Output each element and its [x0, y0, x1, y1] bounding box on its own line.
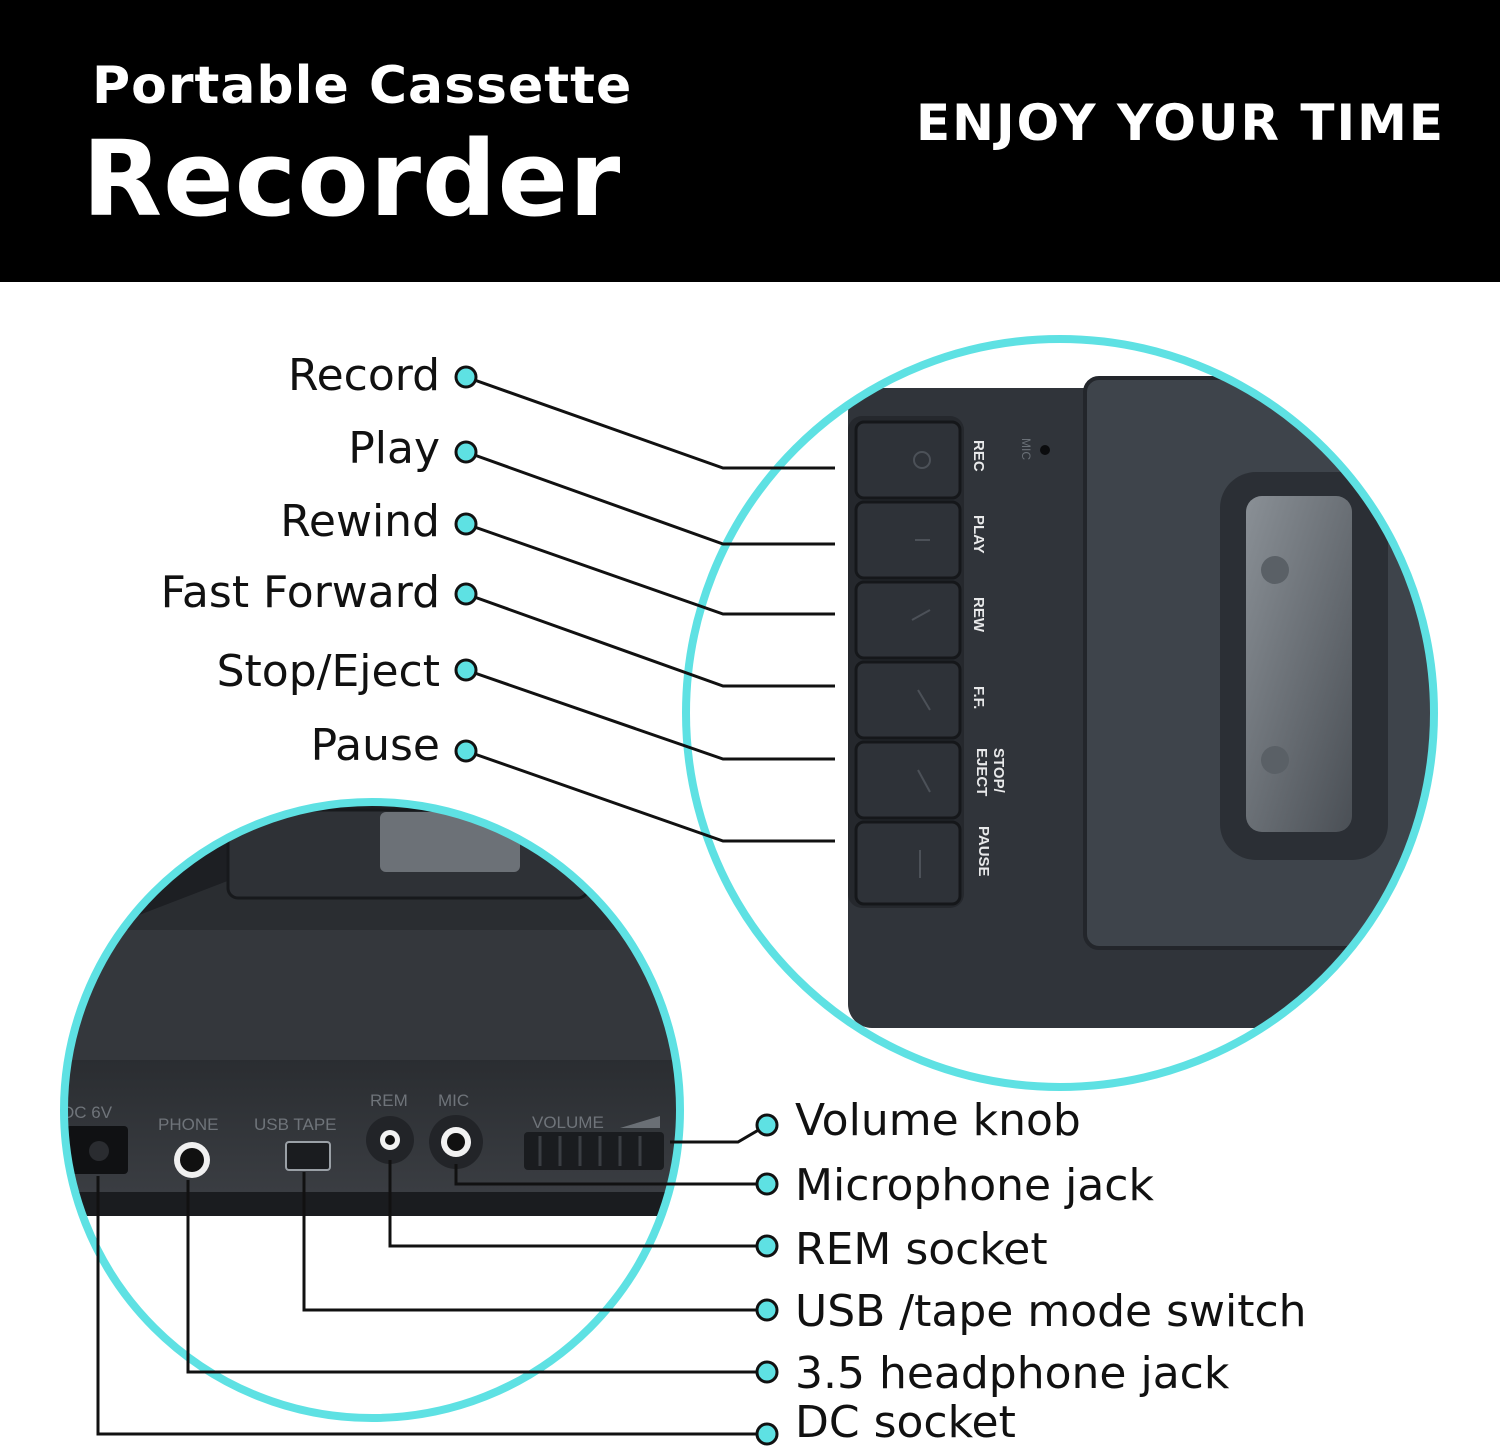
- top-callout-dots: [454, 365, 478, 763]
- top-device-view: REC PLAY REW F.F. STOP/ EJECT PAUSE MIC: [686, 339, 1434, 1087]
- header-title: Recorder: [82, 118, 622, 240]
- callout-rewind: Rewind: [280, 496, 440, 547]
- header-tagline: ENJOY YOUR TIME: [916, 94, 1445, 152]
- port-label-usb-tape: USB TAPE: [254, 1115, 337, 1134]
- callout-usb-tape-switch: USB /tape mode switch: [795, 1286, 1307, 1337]
- callout-headphone-jack: 3.5 headphone jack: [795, 1348, 1230, 1399]
- device-label-rec: REC: [970, 440, 987, 472]
- device-label-mic-top: MIC: [1019, 438, 1033, 460]
- top-leader-lines: [465, 375, 835, 843]
- device-label-eject: EJECT: [973, 748, 990, 796]
- bottom-callout-dots: [755, 1113, 779, 1446]
- port-label-dc: DC 6V: [62, 1103, 113, 1122]
- callout-play: Play: [348, 423, 440, 474]
- header-subtitle: Portable Cassette: [92, 56, 633, 116]
- port-label-phone: PHONE: [158, 1115, 218, 1134]
- callout-pause: Pause: [310, 720, 440, 771]
- top-zoom-ring: [682, 335, 1438, 1091]
- port-label-rem: REM: [370, 1091, 408, 1110]
- bottom-device-view: DC 6V PHONE USB TAPE REM MIC VOLUME: [62, 802, 680, 1418]
- callout-fast-forward: Fast Forward: [160, 567, 440, 618]
- callout-record: Record: [287, 350, 440, 401]
- port-label-mic: MIC: [438, 1091, 469, 1110]
- callout-stop-eject: Stop/Eject: [216, 646, 440, 697]
- device-label-ff: F.F.: [970, 686, 987, 709]
- header-banner: Portable Cassette Recorder ENJOY YOUR TI…: [0, 0, 1500, 282]
- callout-microphone-jack: Microphone jack: [795, 1160, 1154, 1211]
- callout-volume-knob: Volume knob: [795, 1095, 1081, 1146]
- port-label-volume: VOLUME: [532, 1113, 604, 1132]
- callout-dc-socket: DC socket: [795, 1397, 1016, 1448]
- device-label-pause: PAUSE: [975, 826, 992, 877]
- callout-rem-socket: REM socket: [795, 1224, 1048, 1275]
- device-label-play: PLAY: [970, 515, 987, 554]
- device-label-stop: STOP/: [990, 748, 1007, 794]
- bottom-zoom-ring: [60, 798, 684, 1422]
- device-label-rew: REW: [970, 597, 987, 633]
